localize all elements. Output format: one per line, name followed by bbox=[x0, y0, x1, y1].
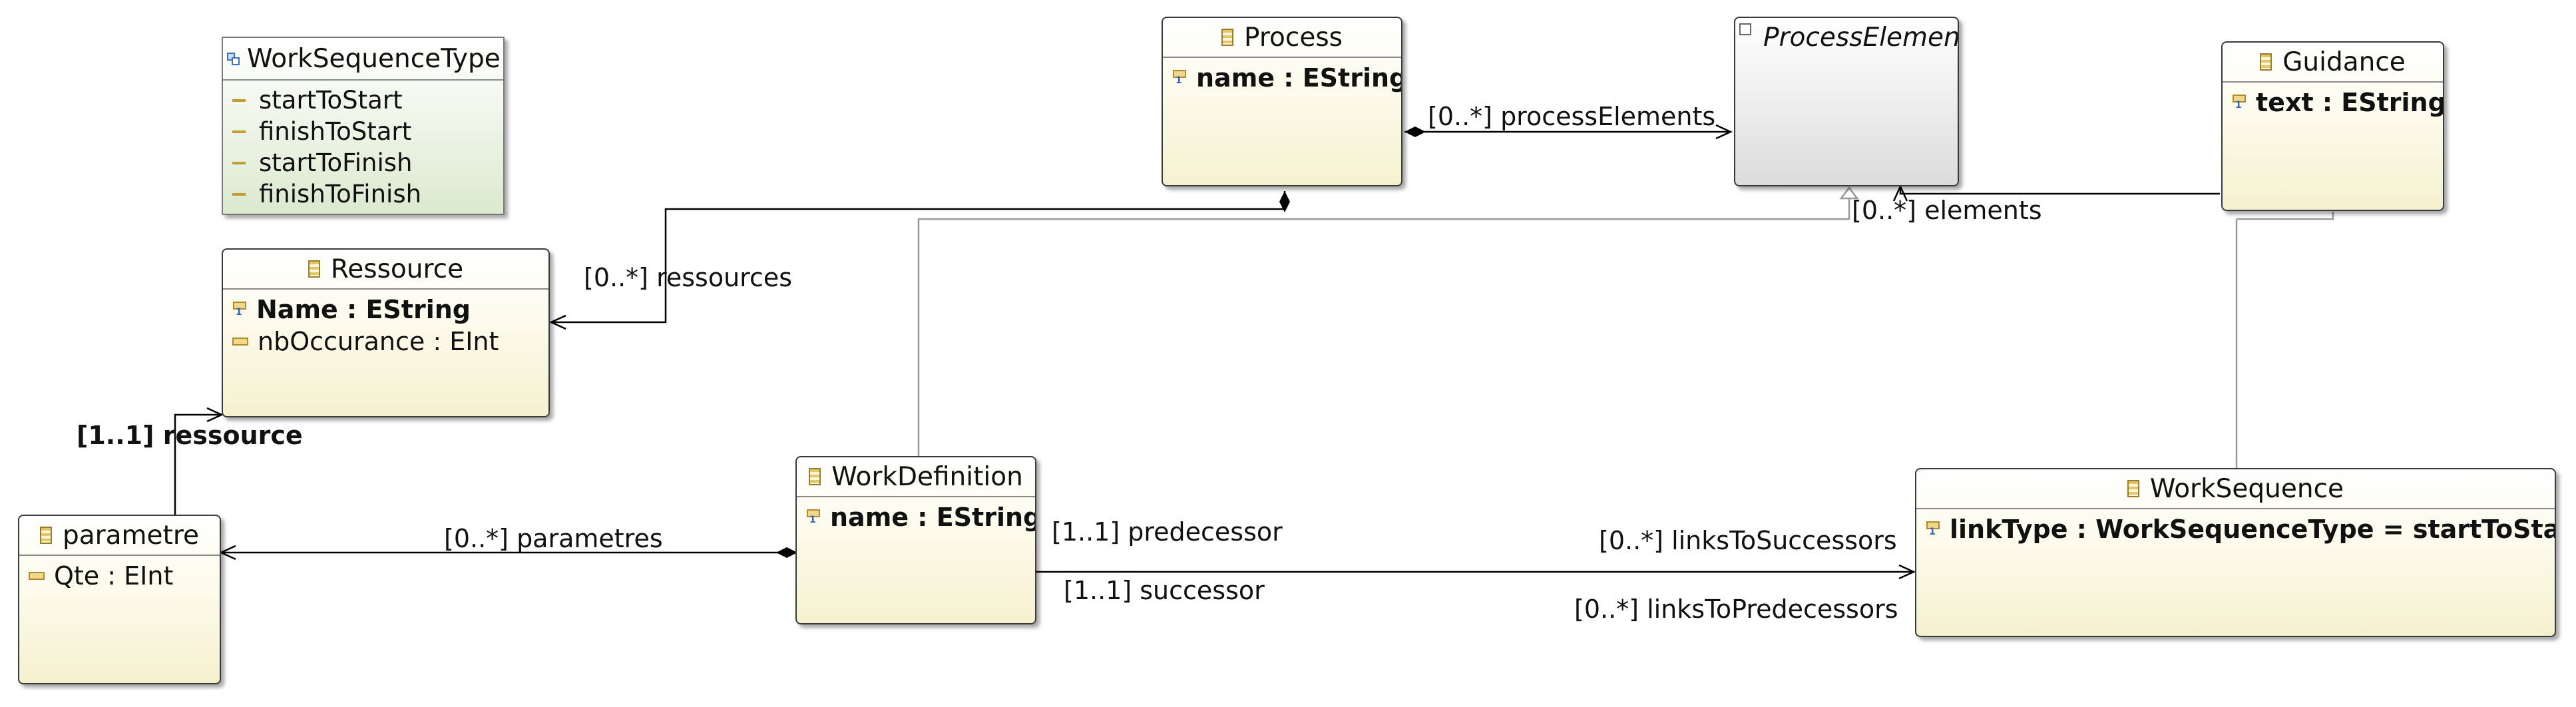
label-ressources: [0..*] ressources bbox=[584, 263, 793, 292]
literal-label: finishToFinish bbox=[259, 180, 422, 208]
reference-edges bbox=[174, 124, 2220, 580]
eclass-icon bbox=[2260, 53, 2272, 71]
label-predecessor: [1..1] predecessor bbox=[1052, 517, 1283, 547]
class-workdefinition[interactable]: WorkDefinition name : EString bbox=[795, 456, 1036, 624]
class-attributes: name : EString bbox=[797, 497, 1035, 537]
attribute-label: name : EString bbox=[830, 503, 1036, 532]
class-processelement[interactable]: ProcessElement bbox=[1734, 17, 1959, 186]
class-worksequencetype[interactable]: WorkSequenceType startToStart finishToSt… bbox=[222, 37, 505, 215]
enum-literal-icon bbox=[232, 130, 246, 133]
attribute-label: Qte : EInt bbox=[54, 561, 174, 590]
class-header: Process bbox=[1163, 18, 1401, 58]
class-name: WorkSequenceType bbox=[247, 43, 501, 74]
inheritance-edges bbox=[917, 186, 2334, 468]
label-links-to-successors: [0..*] linksToSuccessors bbox=[1599, 526, 1897, 555]
enum-literal[interactable]: finishToStart bbox=[232, 116, 494, 147]
class-name: Process bbox=[1244, 22, 1343, 53]
class-attributes: Name : EString nbOccurance : EInt bbox=[223, 290, 548, 361]
edge-ressources bbox=[548, 191, 1290, 330]
attribute-row[interactable]: Qte : EInt bbox=[29, 560, 210, 592]
attribute-icon bbox=[232, 338, 248, 346]
class-name: parametre bbox=[62, 520, 200, 551]
guidance-inherits-processelement bbox=[2237, 212, 2334, 220]
class-name: Ressource bbox=[330, 254, 464, 284]
eclass-icon bbox=[809, 468, 821, 485]
attribute-label: text : EString bbox=[2256, 88, 2444, 117]
class-header: Ressource bbox=[223, 250, 548, 290]
class-parametre[interactable]: parametre Qte : EInt bbox=[18, 515, 221, 684]
id-attribute-icon bbox=[2232, 93, 2247, 112]
literal-label: finishToStart bbox=[259, 117, 412, 146]
eclass-icon bbox=[2127, 480, 2139, 497]
class-guidance[interactable]: Guidance text : EString bbox=[2221, 41, 2444, 211]
class-attributes: text : EString bbox=[2223, 83, 2443, 122]
inheritance-arrowhead bbox=[1839, 186, 1859, 200]
id-attribute-icon bbox=[1926, 520, 1940, 539]
enum-literals: startToStart finishToStart startToFinish… bbox=[223, 81, 503, 214]
id-attribute-icon bbox=[1172, 69, 1187, 87]
attribute-row[interactable]: nbOccurance : EInt bbox=[232, 326, 539, 357]
class-header: Guidance bbox=[2223, 43, 2443, 83]
edge-ressource bbox=[174, 407, 224, 515]
enum-literal[interactable]: finishToFinish bbox=[232, 178, 494, 210]
attribute-row[interactable]: name : EString bbox=[1172, 62, 1401, 94]
eclass-icon bbox=[39, 527, 52, 544]
class-header: WorkSequenceType bbox=[223, 38, 503, 81]
edge-guidance-elements bbox=[1892, 184, 2220, 202]
class-header: ProcessElement bbox=[1735, 18, 1958, 57]
abstract-class-icon bbox=[1739, 23, 1751, 35]
class-attributes: linkType : WorkSequenceType = startToSta… bbox=[1916, 509, 2555, 549]
attribute-row[interactable]: linkType : WorkSequenceType = startToSta… bbox=[1926, 513, 2555, 545]
enum-literal[interactable]: startToStart bbox=[232, 85, 494, 116]
class-attributes: Qte : EInt bbox=[19, 556, 220, 596]
class-name: Guidance bbox=[2282, 47, 2406, 77]
class-header: WorkSequence bbox=[1916, 469, 2555, 509]
label-links-to-predecessors: [0..*] linksToPredecessors bbox=[1574, 594, 1898, 624]
attribute-label: linkType : WorkSequenceType = startToSta… bbox=[1950, 515, 2556, 544]
label-elements: [0..*] elements bbox=[1852, 196, 2042, 225]
id-attribute-icon bbox=[232, 300, 247, 319]
label-parametres: [0..*] parametres bbox=[444, 524, 663, 553]
class-ressource[interactable]: Ressource Name : EString nbOccurance : E… bbox=[222, 248, 550, 417]
attribute-row[interactable]: name : EString bbox=[806, 501, 1035, 533]
literal-label: startToFinish bbox=[259, 148, 413, 177]
attribute-row[interactable]: Name : EString bbox=[232, 294, 539, 326]
eenum-icon bbox=[227, 53, 240, 65]
eclass-icon bbox=[1221, 29, 1234, 46]
enum-literal[interactable]: startToFinish bbox=[232, 147, 494, 178]
attribute-icon bbox=[29, 572, 45, 580]
attribute-label: Name : EString bbox=[256, 295, 471, 324]
class-name: ProcessElement bbox=[1763, 22, 1959, 53]
enum-literal-icon bbox=[232, 192, 246, 196]
enum-literal-icon bbox=[232, 161, 246, 164]
class-worksequence[interactable]: WorkSequence linkType : WorkSequenceType… bbox=[1915, 468, 2556, 637]
literal-label: startToStart bbox=[259, 86, 403, 115]
attribute-label: name : EString bbox=[1196, 63, 1402, 93]
class-name: WorkSequence bbox=[2149, 473, 2344, 504]
class-process[interactable]: Process name : EString bbox=[1162, 17, 1402, 186]
attribute-row[interactable]: text : EString bbox=[2232, 87, 2443, 118]
label-ressource: [1..1] ressource bbox=[77, 421, 303, 450]
workdefinition-inherits-processelement bbox=[917, 189, 1850, 458]
label-process-elements: [0..*] processElements bbox=[1428, 102, 1716, 131]
class-header: parametre bbox=[19, 516, 220, 556]
eclass-icon bbox=[308, 260, 320, 278]
attribute-label: nbOccurance : EInt bbox=[258, 327, 499, 356]
enum-literal-icon bbox=[232, 99, 246, 102]
id-attribute-icon bbox=[806, 508, 821, 527]
class-attributes: name : EString bbox=[1163, 58, 1401, 98]
class-header: WorkDefinition bbox=[797, 457, 1035, 497]
label-successor: [1..1] successor bbox=[1064, 576, 1265, 605]
class-name: WorkDefinition bbox=[831, 461, 1023, 492]
